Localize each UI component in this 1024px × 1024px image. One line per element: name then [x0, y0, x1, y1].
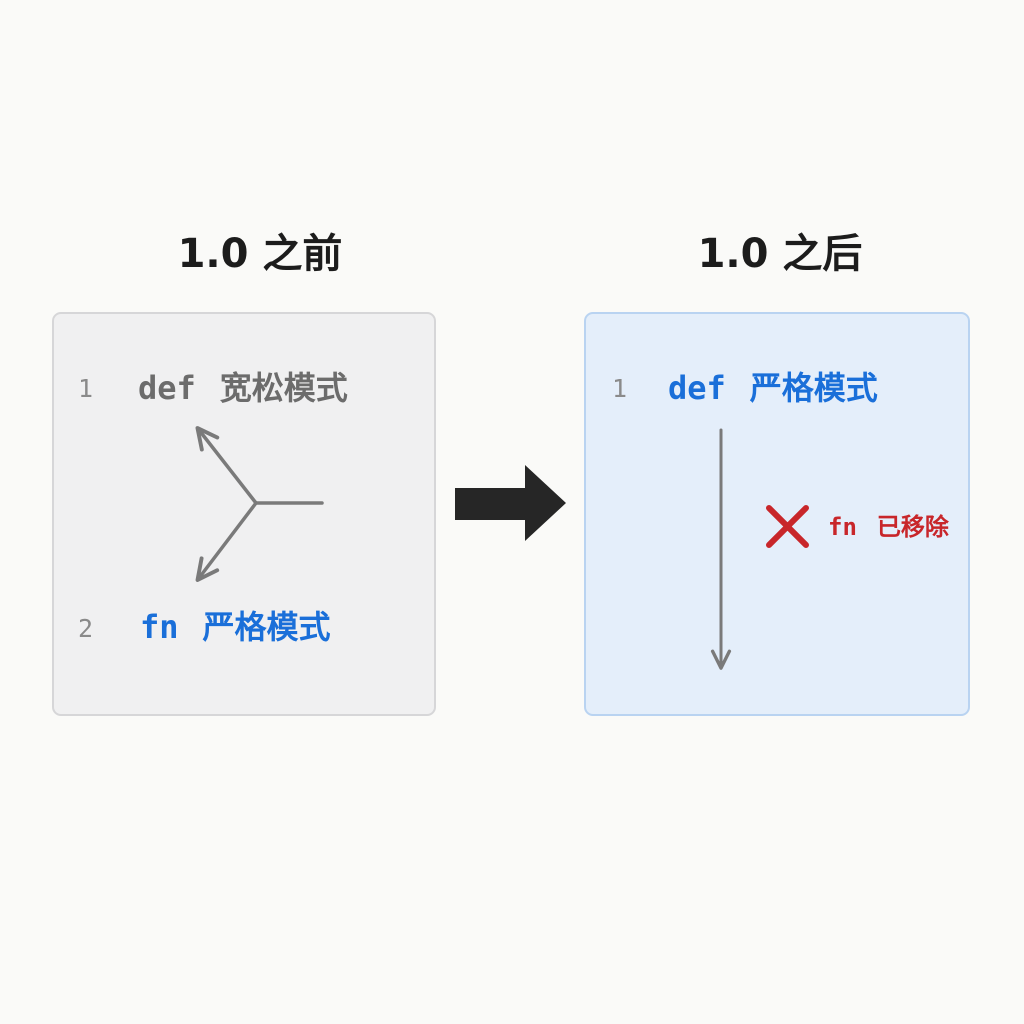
before-line-1: def 宽松模式 — [138, 368, 348, 408]
branch-down-arrow-icon — [195, 501, 258, 582]
branch-connector — [195, 426, 324, 582]
after-line-1-keyword: def — [668, 369, 726, 407]
removed-keyword: fn — [828, 513, 857, 541]
before-line-1-label: 宽松模式 — [219, 369, 348, 407]
before-line-number-1: 1 — [78, 374, 94, 403]
cross-icon — [766, 505, 809, 548]
removed-note: fn 已移除 — [828, 512, 949, 542]
before-heading: 1.0 之前 — [177, 231, 343, 277]
after-line-1-label: 严格模式 — [749, 369, 878, 407]
before-line-2-label: 严格模式 — [202, 608, 331, 646]
right-arrow-icon — [455, 465, 566, 541]
before-code-panel — [52, 312, 436, 716]
before-line-2: fn 严格模式 — [140, 607, 331, 647]
after-line-number-1: 1 — [612, 374, 628, 403]
after-heading: 1.0 之后 — [697, 231, 863, 277]
removed-label: 已移除 — [876, 513, 949, 541]
before-line-2-keyword: fn — [140, 608, 179, 646]
before-line-1-keyword: def — [138, 369, 196, 407]
before-line-number-2: 2 — [78, 614, 94, 643]
branch-up-arrow-icon — [195, 426, 258, 505]
after-line-1: def 严格模式 — [668, 368, 878, 408]
